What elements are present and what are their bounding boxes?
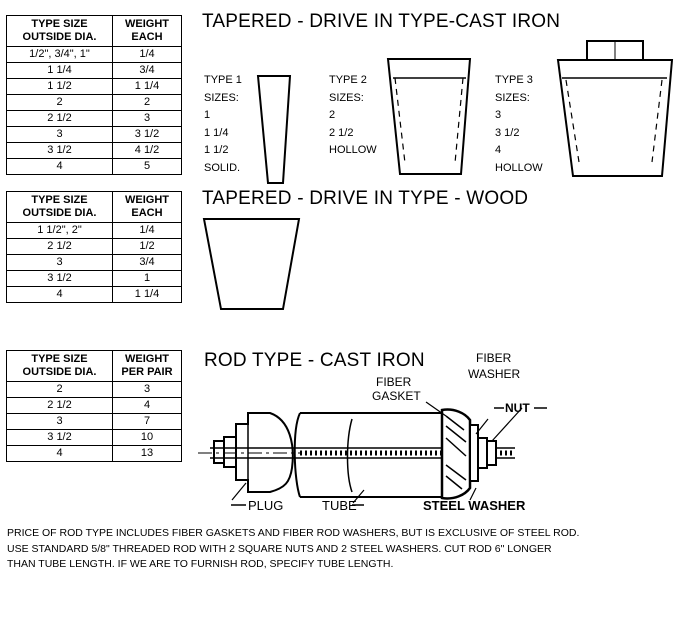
- list-item: 1: [204, 109, 211, 121]
- list-item: PRICE OF ROD TYPE INCLUDES FIBER GASKETS…: [7, 527, 580, 539]
- heading-cast-iron: TAPERED - DRIVE IN TYPE-CAST IRON: [202, 11, 561, 32]
- table-row: 1/2", 3/4", 1"1/4: [6, 46, 182, 63]
- list-item: SIZES:: [204, 91, 239, 104]
- type1-plug-drawing: [256, 75, 292, 184]
- table-cell: 4: [6, 158, 113, 175]
- list-item: 2 1/2: [329, 126, 354, 139]
- table-cell: 3 1/2: [112, 126, 182, 143]
- list-item: TYPE 3: [495, 74, 533, 86]
- table-cell: 5: [112, 158, 182, 175]
- list-item: TYPE 1: [204, 74, 242, 86]
- list-item: 4: [495, 144, 502, 156]
- list-item: HOLLOW: [495, 161, 543, 174]
- label-tube: TUBE: [322, 498, 357, 513]
- rod-assembly-drawing: [198, 401, 523, 504]
- list-item: TYPE 2: [329, 74, 367, 86]
- list-item: 1 1/2: [204, 144, 229, 156]
- list-item: HOLLOW: [329, 144, 377, 156]
- list-item: SIZES:: [329, 91, 364, 104]
- list-item: 1 1/4: [204, 126, 229, 139]
- list-item: 2: [329, 109, 336, 121]
- table-cell: 13: [112, 445, 182, 462]
- label-fiber-washer-line1: FIBER: [476, 351, 512, 365]
- list-item: THAN TUBE LENGTH. IF WE ARE TO FURNISH R…: [7, 558, 394, 570]
- label-nut: NUT: [505, 401, 530, 415]
- label-fiber-washer-line2: WASHER: [468, 367, 521, 381]
- list-item: SOLID.: [204, 161, 241, 174]
- type2-plug-drawing: [386, 58, 472, 175]
- list-item: 3 1/2: [495, 126, 520, 139]
- list-item: 3: [495, 109, 502, 121]
- table-cell: 1 1/4: [112, 286, 182, 303]
- label-steel-washer: STEEL WASHER: [423, 498, 526, 513]
- type3-plug-drawing: [556, 40, 674, 177]
- wood-plug-drawing: [202, 218, 301, 310]
- label-fiber-gasket-line1: FIBER: [376, 375, 412, 389]
- table-cell: 1/4: [112, 46, 182, 63]
- list-item: SIZES:: [495, 91, 530, 104]
- heading-wood: TAPERED - DRIVE IN TYPE - WOOD: [202, 188, 529, 209]
- label-plug: PLUG: [248, 498, 283, 513]
- label-fiber-gasket-line2: GASKET: [372, 389, 421, 403]
- list-item: USE STANDARD 5/8" THREADED ROD WITH 2 SQ…: [7, 542, 552, 555]
- heading-rod: ROD TYPE - CAST IRON: [204, 350, 425, 371]
- rod-pricing-note: PRICE OF ROD TYPE INCLUDES FIBER GASKETS…: [7, 526, 580, 573]
